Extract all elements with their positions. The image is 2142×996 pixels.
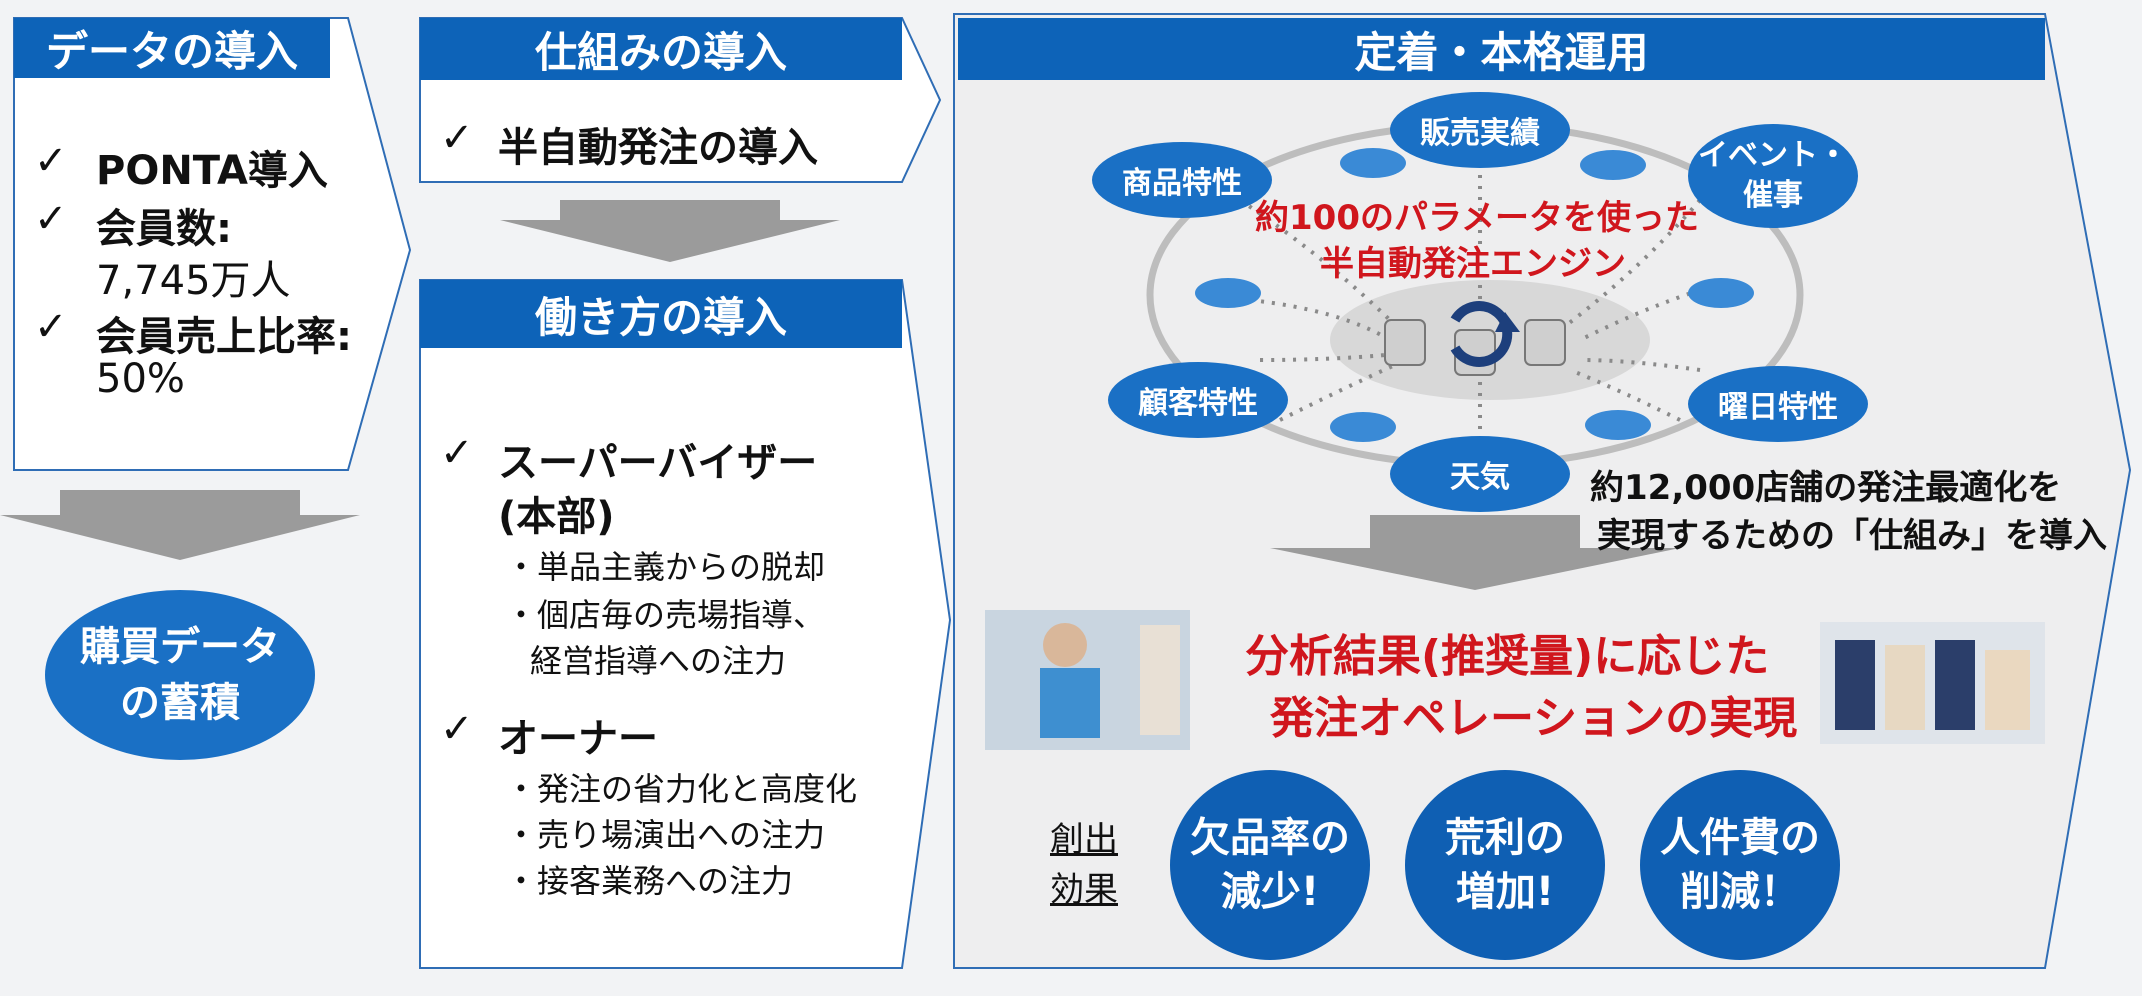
col2-header2: 働き方の導入 bbox=[420, 280, 902, 348]
node-customer: 顧客特性 bbox=[1108, 362, 1288, 438]
col2-owner-check: ✓ bbox=[440, 706, 474, 752]
col1-result-line2: の蓄積 bbox=[120, 680, 240, 726]
col1-check-3: ✓ bbox=[34, 304, 68, 350]
ring-dot bbox=[1585, 410, 1651, 440]
down-arrow-col3 bbox=[1270, 515, 1680, 590]
col2-owner-point-1: ・発注の省力化と高度化 bbox=[505, 770, 858, 808]
col2-sv-subtitle: (本部) bbox=[498, 494, 615, 540]
col2-check-1: ✓ bbox=[440, 115, 474, 161]
col2-sv-point-1: ・単品主義からの脱却 bbox=[505, 548, 826, 586]
col2-owner-point-2: ・売り場演出への注力 bbox=[505, 816, 826, 854]
col1-header: データの導入 bbox=[14, 18, 330, 78]
node-weekday: 曜日特性 bbox=[1688, 366, 1868, 442]
ring-dot bbox=[1195, 278, 1261, 308]
node-event-line2: 催事 bbox=[1743, 178, 1803, 213]
note-line2: 実現するための「仕組み」を導入 bbox=[1597, 516, 2107, 556]
node-weather: 天気 bbox=[1390, 436, 1570, 512]
col1-check-2: ✓ bbox=[34, 196, 68, 242]
node-sales: 販売実績 bbox=[1390, 92, 1570, 168]
note-line1: 約12,000店舗の発注最適化を bbox=[1590, 468, 2062, 508]
col2-sv-point-3: 経営指導への注力 bbox=[530, 642, 787, 680]
cycle-icon bbox=[1450, 301, 1513, 367]
col2-sv-title: スーパーバイザー bbox=[498, 440, 818, 486]
effect-labor: 人件費の 削減！ bbox=[1640, 770, 1840, 960]
effect-margin-line2: 増加! bbox=[1455, 869, 1555, 915]
operation-line1: 分析結果(推奨量)に応じた bbox=[1245, 631, 1770, 682]
node-product: 商品特性 bbox=[1092, 142, 1272, 218]
down-arrow-col2 bbox=[500, 200, 840, 262]
col1-result-line1: 購買データ bbox=[80, 624, 280, 670]
col1-ponta: PONTA導入 bbox=[96, 148, 328, 194]
ring-dot bbox=[1330, 412, 1396, 442]
col1-result-ellipse: 購買データ の蓄積 bbox=[45, 590, 315, 760]
ring-dot bbox=[1580, 150, 1646, 180]
effect-margin-line1: 荒利の bbox=[1445, 815, 1565, 861]
effect-stockout-line2: 減少! bbox=[1220, 869, 1320, 915]
effect-stockout-line1: 欠品率の bbox=[1190, 815, 1350, 861]
ring-dot bbox=[1688, 278, 1754, 308]
operation-line2: 発注オペレーションの実現 bbox=[1270, 693, 1798, 744]
col2-owner-title: オーナー bbox=[498, 716, 658, 762]
effect-margin: 荒利の 増加! bbox=[1405, 770, 1605, 960]
col1-check-1: ✓ bbox=[34, 138, 68, 184]
engine-label-line1: 約100のパラメータを使った bbox=[1255, 198, 1699, 238]
col1-members-label: 会員数: bbox=[96, 206, 232, 252]
col3-header: 定着・本格運用 bbox=[958, 18, 2045, 80]
down-arrow-col1 bbox=[0, 490, 360, 560]
col1-members-value: 7,745万人 bbox=[96, 258, 291, 304]
col1-ratio-value: 50% bbox=[96, 356, 185, 402]
effect-label-line1: 創出 bbox=[1050, 820, 1118, 860]
node-event: イベント・ 催事 bbox=[1688, 124, 1858, 228]
effect-labor-line1: 人件費の bbox=[1660, 815, 1820, 861]
col2-header1: 仕組みの導入 bbox=[420, 18, 902, 80]
ring-dot bbox=[1340, 148, 1406, 178]
col2-sv-check: ✓ bbox=[440, 430, 474, 476]
engine-label-line2: 半自動発注エンジン bbox=[1320, 244, 1626, 284]
effect-labor-line2: 削減！ bbox=[1680, 869, 1800, 915]
col2-sv-point-2: ・個店毎の売場指導、 bbox=[505, 596, 826, 634]
effect-label-line2: 効果 bbox=[1050, 870, 1118, 910]
node-event-line1: イベント・ bbox=[1698, 138, 1848, 173]
col2-semiauto: 半自動発注の導入 bbox=[498, 125, 818, 171]
col2-owner-point-3: ・接客業務への注力 bbox=[505, 862, 794, 900]
col1-ratio-label: 会員売上比率: bbox=[96, 314, 352, 360]
effect-stockout: 欠品率の 減少! bbox=[1170, 770, 1370, 960]
